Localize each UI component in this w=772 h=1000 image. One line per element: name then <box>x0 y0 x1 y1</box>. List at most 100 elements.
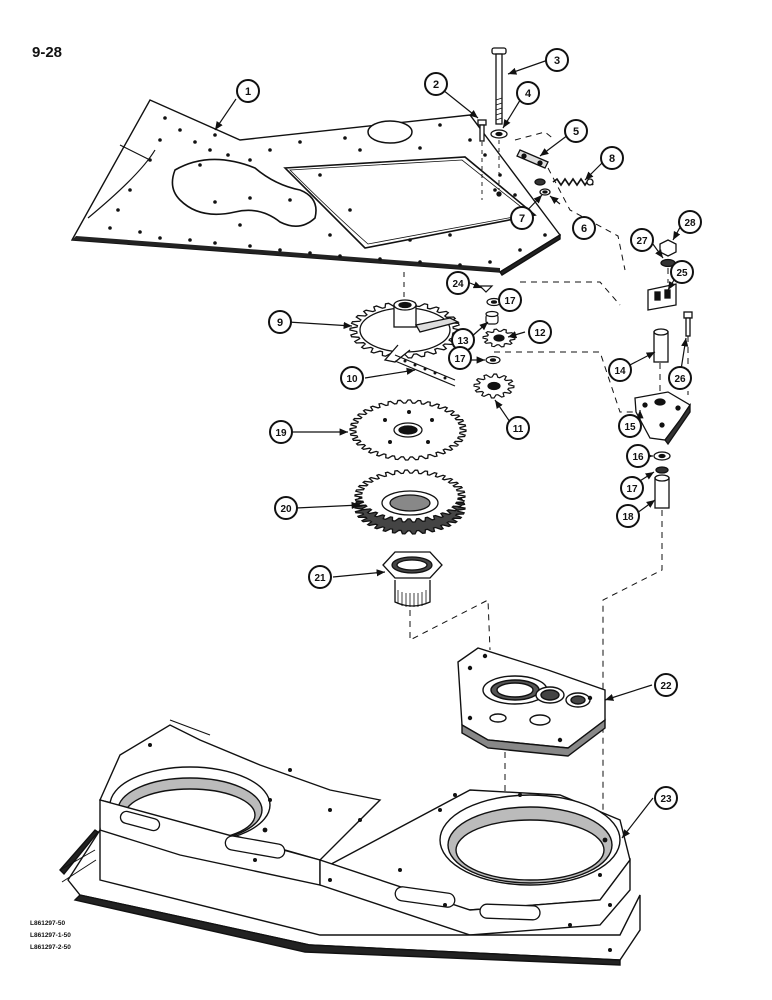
callout-label: 17 <box>454 354 466 365</box>
callout-circle <box>572 216 596 240</box>
callout-1: 1 <box>236 79 260 103</box>
chain <box>394 354 456 387</box>
callout-8: 8 <box>600 146 624 170</box>
callout-circle <box>630 228 654 252</box>
lower-housing <box>59 724 641 966</box>
callout-6: 6 <box>572 216 596 240</box>
callout-label: 23 <box>660 794 672 805</box>
callout-label: 28 <box>684 218 696 229</box>
callout-label: 17 <box>626 484 638 495</box>
drive-sprocket <box>349 299 461 363</box>
callout-23: 23 <box>654 786 678 810</box>
callout-circle <box>308 565 332 589</box>
callout-20: 20 <box>274 496 298 520</box>
callout-12: 12 <box>528 320 552 344</box>
callout-label: 11 <box>513 424 524 435</box>
callout-circle <box>446 271 470 295</box>
callout-circle <box>670 260 694 284</box>
callout-group: 1234567891011121314151617171718192021222… <box>236 48 702 810</box>
callout-4: 4 <box>516 81 540 105</box>
callout-17: 17 <box>448 346 472 370</box>
large-sprocket <box>349 399 467 461</box>
callout-circle <box>545 48 569 72</box>
callout-label: 12 <box>534 328 546 339</box>
callout-circle <box>506 416 530 440</box>
reference-code: L861297-2-50 <box>30 944 71 951</box>
callout-circle <box>269 420 293 444</box>
callout-19: 19 <box>269 420 293 444</box>
reference-code: L861297-1-50 <box>30 932 71 939</box>
callout-label: 3 <box>554 55 560 67</box>
callout-circle <box>236 79 260 103</box>
callout-15: 15 <box>618 414 642 438</box>
callout-label: 9 <box>277 317 283 329</box>
callout-14: 14 <box>608 358 632 382</box>
callout-7: 7 <box>510 206 534 230</box>
callout-label: 16 <box>632 452 644 463</box>
callout-label: 8 <box>609 153 615 165</box>
callout-circle <box>668 366 692 390</box>
callout-label: 27 <box>636 236 648 247</box>
callout-28: 28 <box>678 210 702 234</box>
callout-circle <box>626 444 650 468</box>
callout-circle <box>608 358 632 382</box>
callout-circle <box>678 210 702 234</box>
idler-sprocket <box>473 373 515 399</box>
callout-22: 22 <box>654 673 678 697</box>
callout-16: 16 <box>626 444 650 468</box>
callout-label: 14 <box>614 366 626 377</box>
callout-label: 26 <box>674 374 686 385</box>
callout-label: 5 <box>573 126 579 138</box>
page-number: 9-28 <box>32 44 63 61</box>
callout-label: 10 <box>346 374 358 385</box>
callout-label: 2 <box>433 79 439 91</box>
callout-label: 24 <box>452 279 464 290</box>
callout-18: 18 <box>616 504 640 528</box>
callout-label: 25 <box>676 268 688 279</box>
callout-circle <box>616 504 640 528</box>
callout-5: 5 <box>564 119 588 143</box>
callout-25: 25 <box>670 260 694 284</box>
callout-circle <box>600 146 624 170</box>
reference-code: L861297-50 <box>30 920 66 927</box>
callout-circle <box>268 310 292 334</box>
callout-label: 22 <box>660 681 672 692</box>
hardware-top <box>477 47 508 200</box>
callout-24: 24 <box>446 271 470 295</box>
callout-circle <box>618 414 642 438</box>
callout-label: 21 <box>314 573 326 584</box>
reference-codes: L861297-50 L861297-1-50 L861297-2-50 <box>30 918 71 954</box>
callout-circle <box>274 496 298 520</box>
callout-label: 1 <box>245 86 251 98</box>
callout-11: 11 <box>506 416 530 440</box>
callout-circle <box>498 288 522 312</box>
callout-label: 18 <box>622 512 634 523</box>
flange-hub <box>382 551 443 607</box>
gear-housing <box>457 647 606 757</box>
callout-label: 13 <box>457 336 469 347</box>
callout-circle <box>448 346 472 370</box>
callout-17: 17 <box>620 476 644 500</box>
callout-17: 17 <box>498 288 522 312</box>
callout-3: 3 <box>545 48 569 72</box>
callout-label: 17 <box>504 296 516 307</box>
top-plate <box>70 99 562 276</box>
callout-circle <box>654 673 678 697</box>
callout-circle <box>516 81 540 105</box>
callout-circle <box>528 320 552 344</box>
callout-21: 21 <box>308 565 332 589</box>
callout-label: 6 <box>581 223 587 235</box>
callout-label: 15 <box>624 422 636 433</box>
double-sprocket <box>354 469 466 535</box>
callout-26: 26 <box>668 366 692 390</box>
callout-label: 7 <box>519 213 525 225</box>
callout-27: 27 <box>630 228 654 252</box>
callout-circle <box>340 366 364 390</box>
tension-bracket <box>516 149 594 196</box>
callout-label: 4 <box>525 88 532 100</box>
callout-circle <box>654 786 678 810</box>
callout-circle <box>620 476 644 500</box>
callout-circle <box>424 72 448 96</box>
callout-circle <box>564 119 588 143</box>
